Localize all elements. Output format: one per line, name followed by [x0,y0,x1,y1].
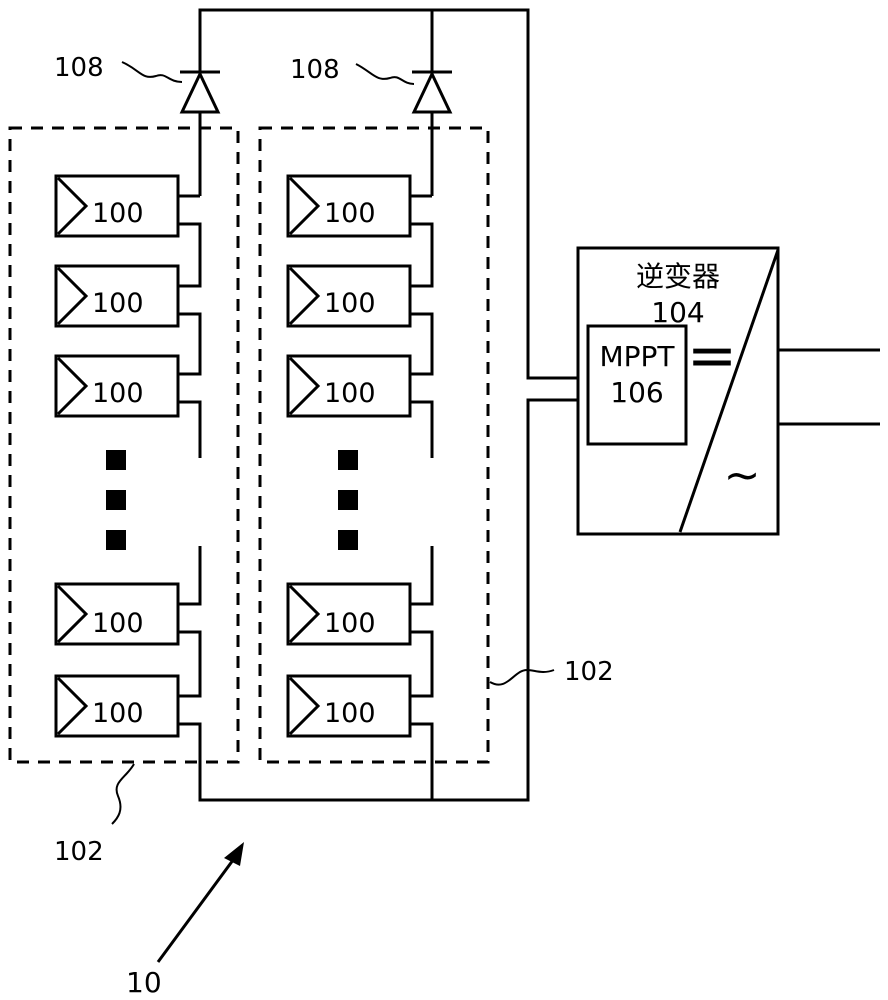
mppt-title: MPPT [599,340,675,373]
pv-panel: 100 [286,674,412,738]
label-10: 10 [126,966,162,999]
panel-icon [288,356,321,416]
pv-panel: 100 [54,174,180,238]
continuation-dot [106,490,126,510]
inverter-diagonal [678,249,780,533]
panel-icon [288,584,321,644]
panel-label: 100 [324,698,376,729]
bypass-diode-right: 108 [290,55,453,196]
inverter: 逆变器 104 MPPT 106 = ~ [576,246,780,536]
panel-icon [56,356,89,416]
ac-symbol: ~ [724,450,761,501]
pv-panel: 100 [54,354,180,418]
panel-icon [56,266,89,326]
panel-label: 100 [324,378,376,409]
pv-panel: 100 [54,582,180,646]
system-reference: 10 [126,842,244,999]
string-boundary [258,126,490,764]
inverter-title: 逆变器 [636,260,720,293]
panel-icon [56,676,89,736]
dc-symbol: = [687,321,737,391]
leader-line [355,63,415,85]
pv-panel: 100 [286,264,412,328]
label-102-right: 102 [564,657,614,687]
pv-panel: 100 [54,264,180,328]
mppt-box [586,324,688,446]
pv-string-left: 100 100 100 100 100 102 [8,126,240,867]
system-arrow-shaft [156,855,238,963]
continuation-dot [106,530,126,550]
series-wiring [410,194,434,730]
panel-label: 100 [92,198,144,229]
pv-panel: 100 [286,354,412,418]
diode-triangle [179,70,221,114]
panel-label: 100 [92,288,144,319]
panel-label: 100 [92,698,144,729]
bus-wiring [198,8,880,802]
pv-panel: 100 [286,174,412,238]
panel-icon [288,676,321,736]
panel-icon [288,266,321,326]
pv-panel: 100 [286,582,412,646]
label-102-left: 102 [54,837,104,867]
panel-icon [56,176,89,236]
continuation-dot [106,450,126,470]
panel-label: 100 [324,288,376,319]
leader-line [121,61,183,83]
continuation-dot [338,530,358,550]
mppt-block: MPPT 106 [586,324,688,446]
panel-label: 100 [92,378,144,409]
series-wiring [178,194,202,730]
panel-label: 100 [324,608,376,639]
panel-icon [288,176,321,236]
mppt-ref: 106 [610,376,663,409]
bottom-bus-wire [198,398,578,802]
continuation-dot [338,450,358,470]
system-arrow-head [224,842,244,866]
diode-triangle [411,70,453,114]
pv-panel: 100 [54,674,180,738]
panel-label: 100 [92,608,144,639]
label-108-left: 108 [54,53,104,83]
pv-string-right: 100 100 100 100 100 102 [258,126,614,764]
string-boundary [8,126,240,764]
leader-line [111,763,135,825]
panel-label: 100 [324,198,376,229]
continuation-dot [338,490,358,510]
leader-line [489,669,555,686]
label-108-right: 108 [290,55,340,85]
inverter-ref: 104 [651,296,704,329]
top-bus-wire [198,8,578,380]
bypass-diode-left: 108 [54,53,221,196]
panel-icon [56,584,89,644]
